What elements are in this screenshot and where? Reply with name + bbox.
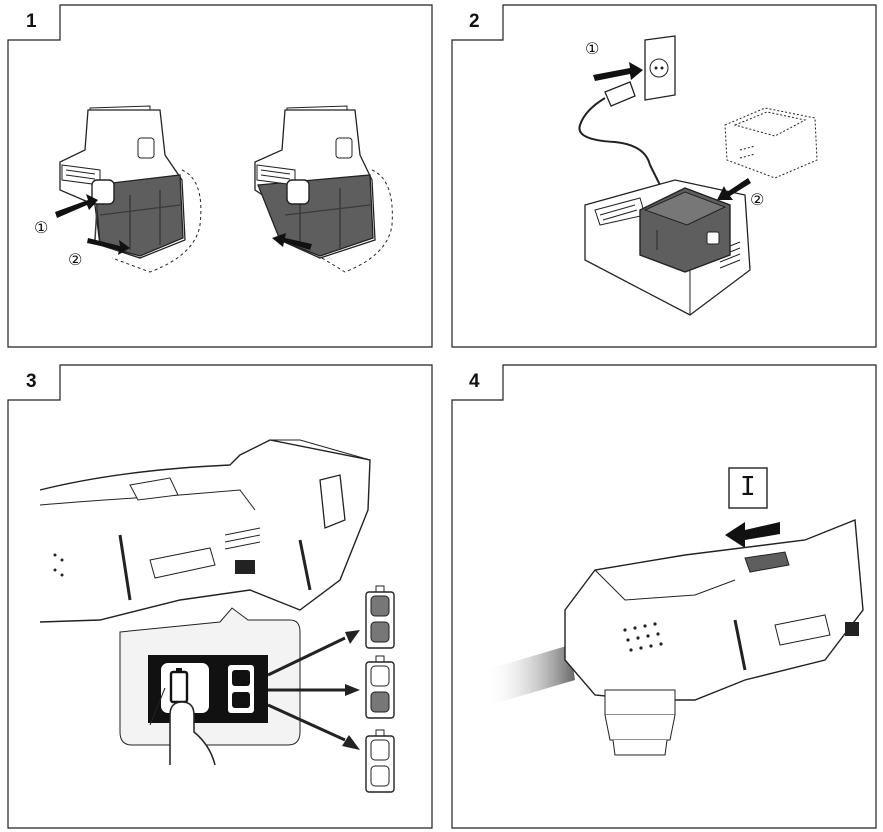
charger-illustration: [578, 35, 818, 316]
panel-1-step-1-label: ①: [34, 218, 49, 237]
panel-2-step-2-label: ②: [750, 190, 765, 209]
indicator-state-empty: [365, 729, 395, 793]
plug-icon: [604, 81, 636, 107]
panel-2-number: 2: [469, 11, 480, 32]
tool-battery-removal-illustration: [55, 105, 202, 273]
panel-1-number: 1: [26, 11, 37, 32]
switch-on-label: I: [740, 472, 756, 502]
panel-1: 1 ① ②: [0, 0, 440, 350]
tool-body-illustration: [39, 439, 371, 623]
panel-1-frame: [7, 4, 433, 348]
panel-3: 3: [0, 360, 440, 832]
tool-battery-insertion-illustration: [254, 105, 393, 273]
panel-4: 4 I: [445, 360, 883, 832]
indicator-panel: [148, 655, 268, 723]
tool-head-illustration: [485, 519, 864, 756]
panel-2-step-1-label: ①: [585, 39, 600, 58]
switch-label-box: [728, 467, 768, 509]
indicator-state-full: [365, 585, 395, 649]
panel-2-frame: [451, 4, 877, 348]
panel-4-number: 4: [469, 371, 480, 392]
panel-2: 2 ① ②: [445, 0, 883, 350]
panel-3-number: 3: [26, 371, 37, 392]
arrow-icon: [725, 522, 780, 548]
panel-1-step-2-label: ②: [68, 250, 83, 269]
indicator-state-half: [365, 655, 395, 719]
panel-3-frame: [7, 364, 433, 829]
light-beam-icon: [485, 645, 575, 705]
panel-4-frame: [451, 364, 877, 829]
finger-icon: [169, 701, 216, 766]
